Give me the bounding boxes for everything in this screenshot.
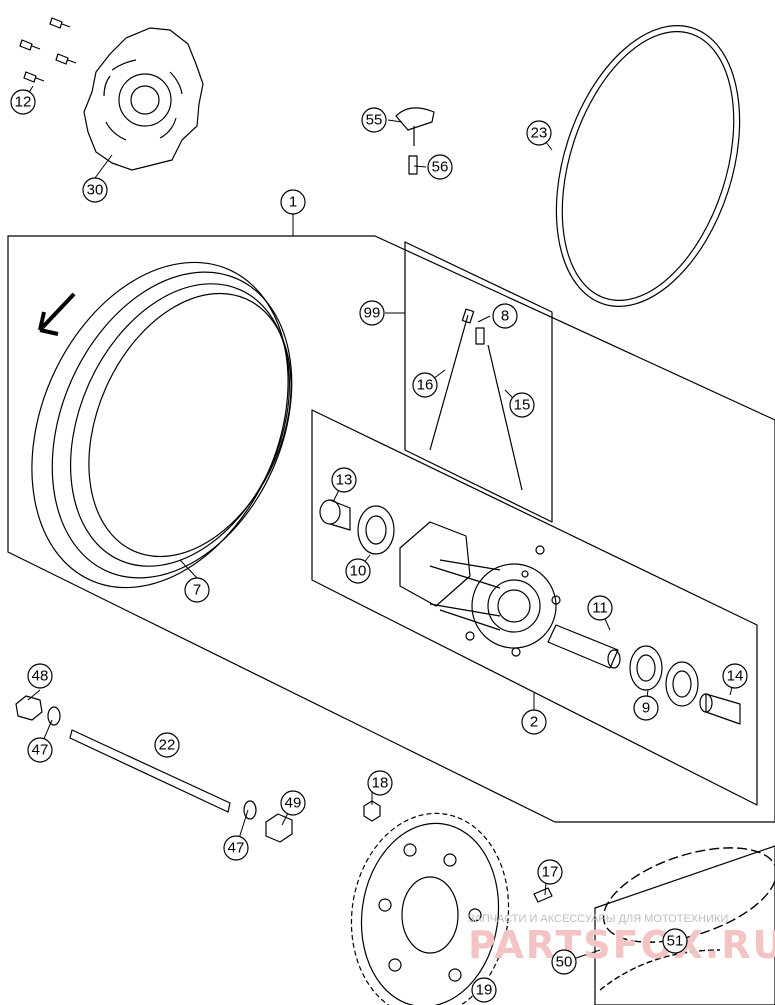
callout-15: 15 bbox=[509, 392, 535, 418]
callout-17: 17 bbox=[537, 859, 563, 885]
sprocket-bolt-17 bbox=[533, 887, 553, 903]
chain-frame bbox=[594, 845, 775, 1005]
brake-disc bbox=[83, 27, 204, 171]
spacer-tube-11 bbox=[547, 624, 621, 669]
svg-text:16: 16 bbox=[417, 377, 434, 394]
axle-22 bbox=[69, 729, 231, 813]
svg-text:99: 99 bbox=[364, 305, 381, 322]
sprocket bbox=[350, 812, 510, 1005]
svg-text:48: 48 bbox=[32, 668, 49, 685]
sprocket-nut-18 bbox=[363, 800, 381, 822]
rim-lock bbox=[395, 107, 435, 175]
callout-51: 51 bbox=[662, 928, 688, 954]
watermark: PARTSFOX.RU ЗАПЧАСТИ И АКСЕССУАРЫ ДЛЯ МО… bbox=[468, 913, 775, 967]
rim bbox=[31, 261, 293, 589]
chain bbox=[599, 847, 775, 991]
callout-50: 50 bbox=[551, 949, 577, 975]
assembly-frame-wheel bbox=[7, 235, 775, 823]
watermark-tagline: ЗАПЧАСТИ И АКСЕССУАРЫ ДЛЯ МОТОТЕХНИКИ bbox=[468, 913, 728, 925]
callout-10: 10 bbox=[345, 558, 371, 584]
svg-text:17: 17 bbox=[542, 864, 559, 881]
callout-2: 2 bbox=[521, 709, 547, 735]
callout-13: 13 bbox=[331, 467, 357, 493]
callout-7: 7 bbox=[184, 577, 210, 603]
callout-22: 22 bbox=[154, 732, 180, 758]
callout-19: 19 bbox=[471, 977, 497, 1003]
svg-text:10: 10 bbox=[350, 563, 367, 580]
axle-nut-48 bbox=[15, 695, 43, 721]
callout-8: 8 bbox=[492, 303, 518, 329]
callout-23: 23 bbox=[526, 120, 552, 146]
leader-lines bbox=[22, 85, 736, 963]
callout-48: 48 bbox=[27, 663, 53, 689]
callout-56: 56 bbox=[427, 154, 453, 180]
callout-16: 16 bbox=[412, 372, 438, 398]
svg-text:55: 55 bbox=[366, 112, 383, 129]
bearing-9 bbox=[629, 645, 699, 707]
svg-text:9: 9 bbox=[642, 700, 650, 717]
svg-text:18: 18 bbox=[372, 775, 389, 792]
callout-14: 14 bbox=[722, 663, 748, 689]
svg-text:51: 51 bbox=[667, 933, 684, 950]
callout-12: 12 bbox=[10, 89, 36, 115]
svg-text:30: 30 bbox=[87, 182, 104, 199]
callout-49: 49 bbox=[280, 790, 306, 816]
svg-text:50: 50 bbox=[556, 954, 573, 971]
svg-text:2: 2 bbox=[530, 714, 538, 731]
svg-text:13: 13 bbox=[336, 472, 353, 489]
assembly-frame-hub bbox=[311, 409, 758, 806]
axle-nut-49 bbox=[265, 813, 293, 843]
callout-47-right: 47 bbox=[223, 835, 249, 861]
callout-47-left: 47 bbox=[27, 737, 53, 763]
callout-1: 1 bbox=[280, 189, 306, 215]
svg-text:11: 11 bbox=[592, 600, 608, 617]
rim-tape bbox=[555, 25, 741, 307]
svg-text:56: 56 bbox=[432, 159, 449, 176]
svg-text:15: 15 bbox=[514, 397, 531, 414]
svg-text:22: 22 bbox=[159, 737, 176, 754]
bearing-10 bbox=[357, 505, 395, 555]
svg-text:47: 47 bbox=[228, 840, 245, 857]
svg-text:14: 14 bbox=[727, 668, 744, 685]
disc-bolts bbox=[19, 17, 77, 83]
callout-9: 9 bbox=[633, 695, 659, 721]
svg-text:12: 12 bbox=[15, 94, 32, 111]
washer-47-right bbox=[243, 800, 257, 820]
callout-99: 99 bbox=[359, 300, 385, 326]
svg-text:1: 1 bbox=[289, 194, 297, 211]
spacer-14 bbox=[699, 693, 741, 725]
spokes bbox=[429, 308, 523, 491]
svg-text:47: 47 bbox=[32, 742, 49, 759]
callout-18: 18 bbox=[367, 770, 393, 796]
callout-30: 30 bbox=[82, 177, 108, 203]
svg-text:7: 7 bbox=[193, 582, 201, 599]
svg-text:8: 8 bbox=[501, 308, 509, 325]
svg-text:19: 19 bbox=[476, 982, 493, 999]
callout-11: 11 bbox=[587, 595, 613, 621]
assembly-frame-spokes bbox=[404, 241, 553, 523]
watermark-brand: PARTSFOX.RU bbox=[468, 923, 775, 967]
callout-55: 55 bbox=[361, 107, 387, 133]
svg-text:49: 49 bbox=[285, 795, 302, 812]
hub bbox=[399, 521, 561, 657]
svg-text:23: 23 bbox=[531, 125, 548, 142]
spacer-13 bbox=[319, 499, 351, 531]
washer-47-left bbox=[47, 706, 61, 726]
